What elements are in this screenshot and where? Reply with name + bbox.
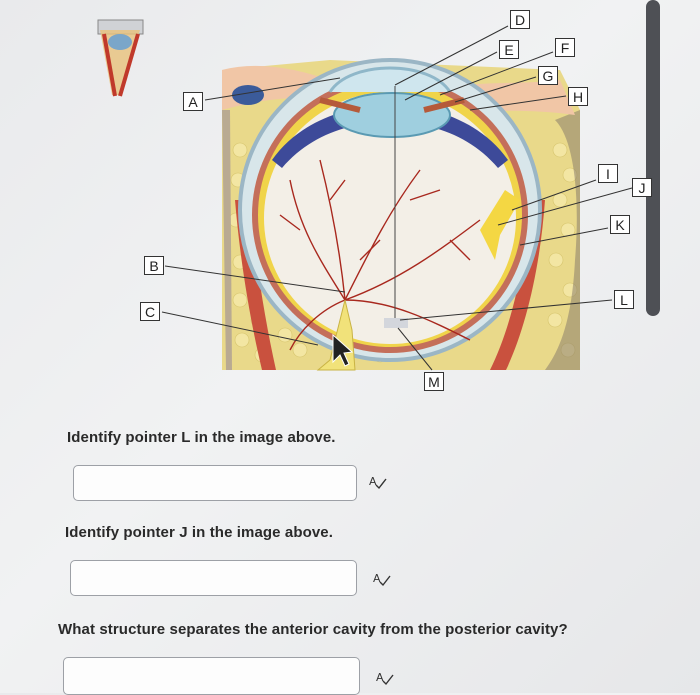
eye-diagram-image [97, 19, 633, 371]
pointer-label-e: E [499, 40, 519, 59]
question-3-answer-input[interactable] [63, 657, 360, 695]
page-scrollbar[interactable] [646, 0, 660, 316]
pointer-label-j: J [632, 178, 652, 197]
pointer-label-h: H [568, 87, 588, 106]
eye-orientation-thumbnail [97, 19, 144, 97]
pointer-label-c: C [140, 302, 160, 321]
eye-anatomy-figure: A B C D E F G H I J K L M [97, 10, 652, 391]
question-1-answer-input[interactable] [73, 465, 357, 501]
spellcheck-icon[interactable]: A [376, 670, 394, 686]
eye-cross-section [222, 58, 580, 371]
spellcheck-icon[interactable]: A [369, 474, 387, 490]
leader-lines [161, 25, 633, 371]
pointer-label-g: G [538, 66, 558, 85]
pointer-label-m: M [424, 372, 444, 391]
pointer-label-d: D [510, 10, 530, 29]
question-1-text: Identify pointer L in the image above. [67, 429, 336, 446]
svg-text:A: A [369, 475, 377, 488]
spellcheck-icon[interactable]: A [373, 571, 391, 587]
pointer-label-a: A [183, 92, 203, 111]
question-2-answer-input[interactable] [70, 560, 357, 596]
question-3-text: What structure separates the anterior ca… [58, 621, 568, 638]
pointer-label-l: L [614, 290, 634, 309]
svg-text:A: A [376, 671, 384, 684]
question-2-text: Identify pointer J in the image above. [65, 524, 334, 541]
pointer-label-b: B [144, 256, 164, 275]
pointer-label-f: F [555, 38, 575, 57]
pointer-label-k: K [610, 215, 630, 234]
pointer-label-i: I [598, 164, 618, 183]
svg-text:A: A [373, 572, 381, 585]
